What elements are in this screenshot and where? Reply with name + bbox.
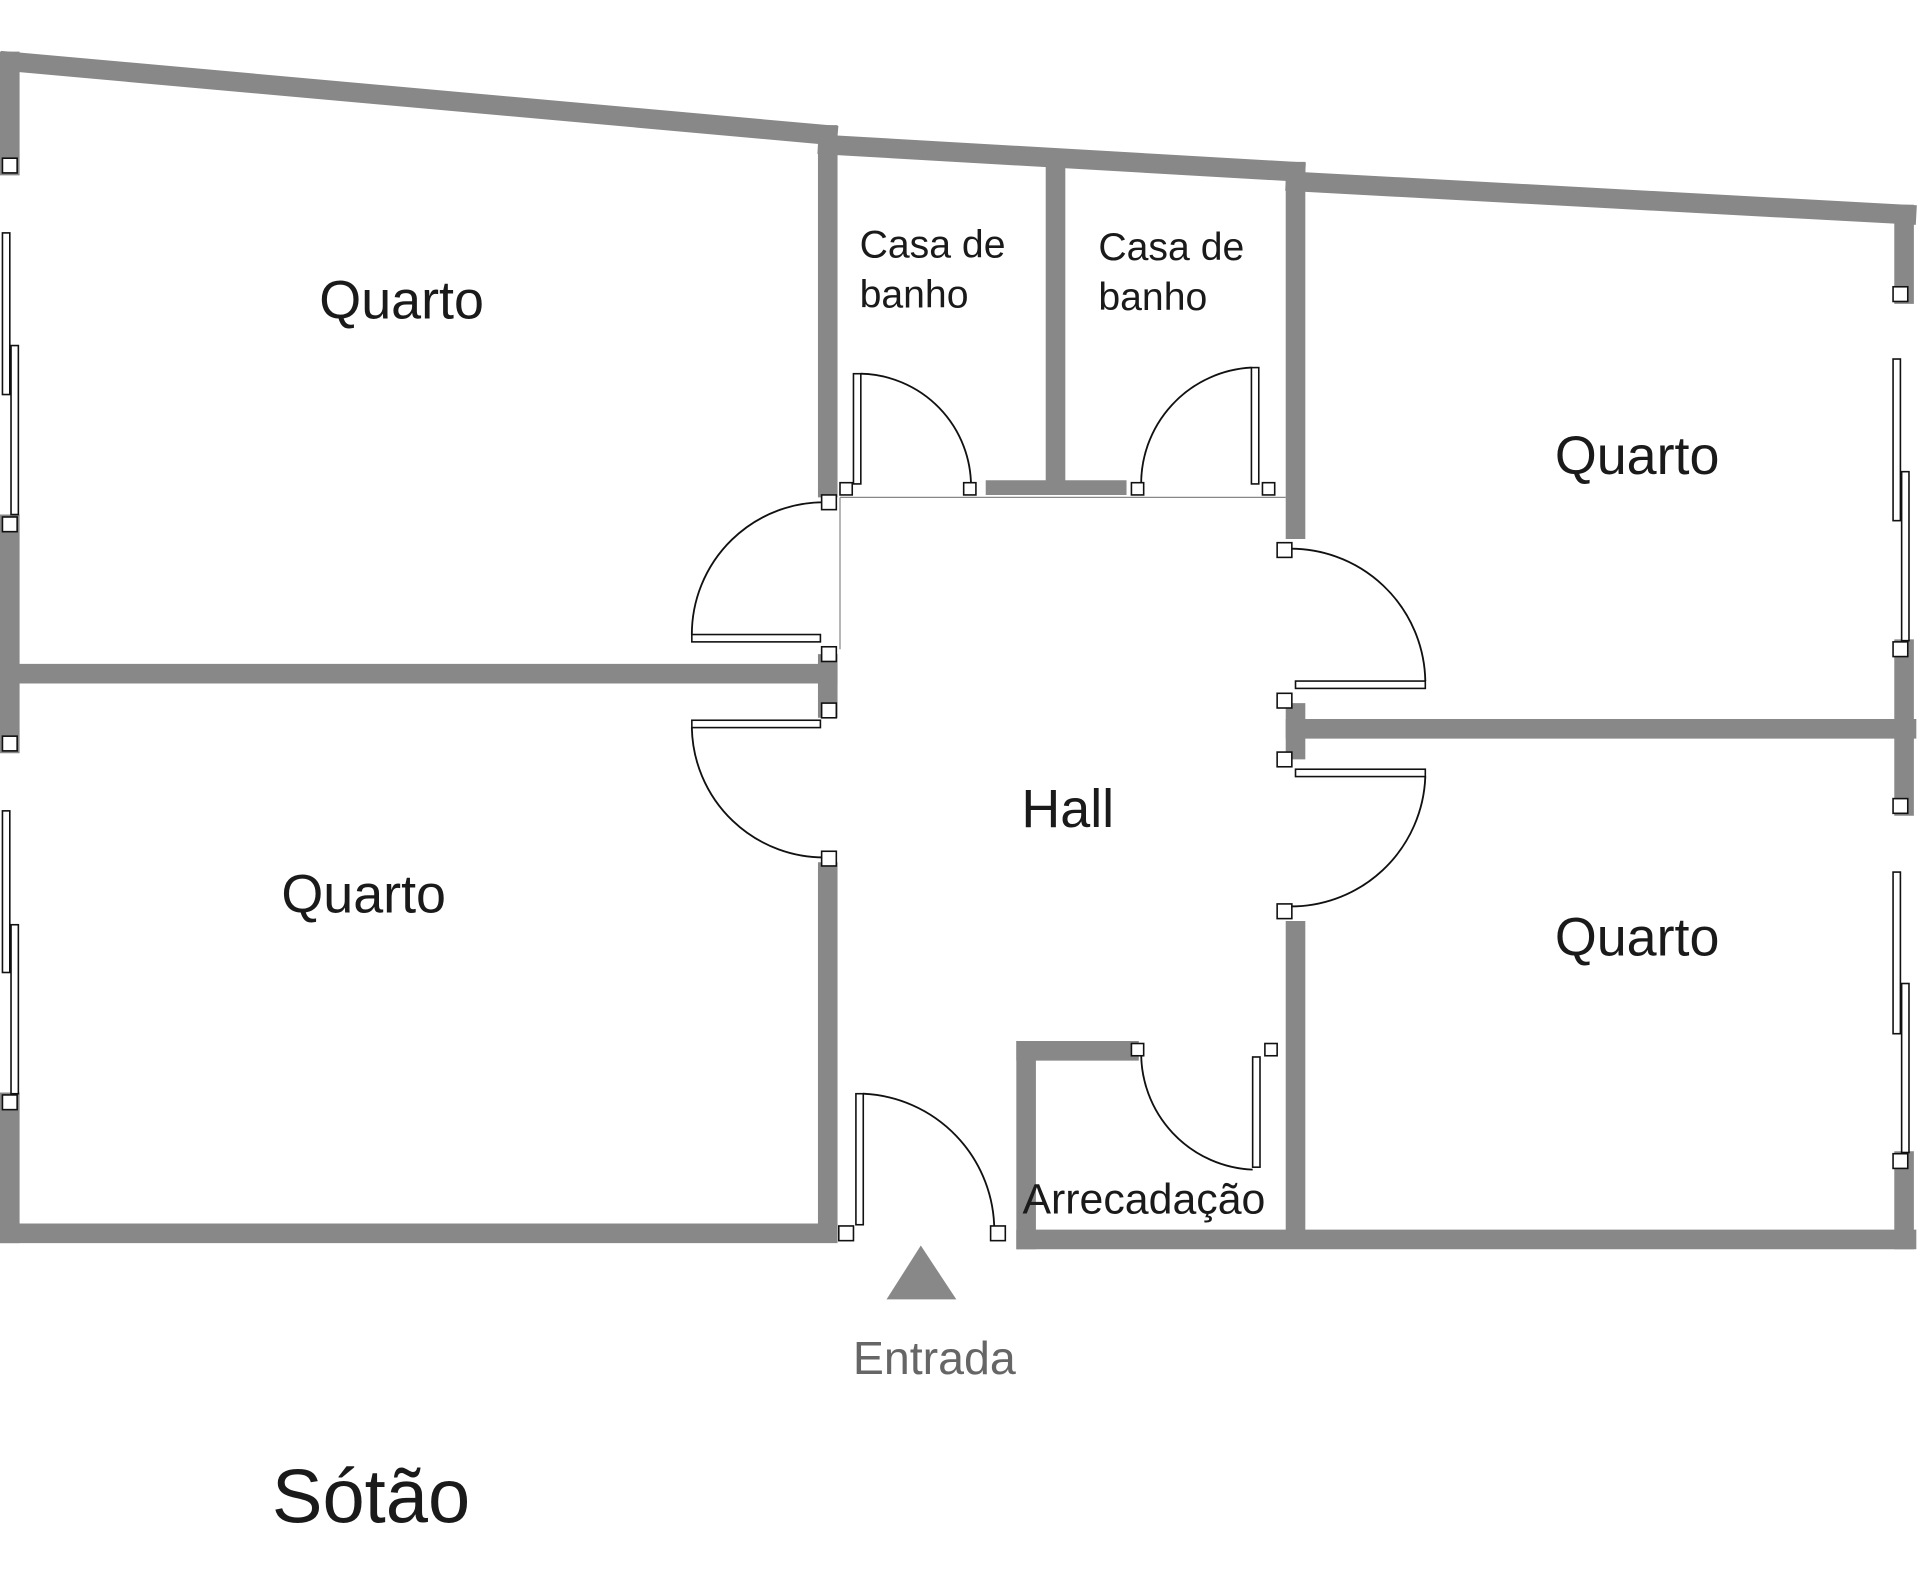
door-quarto-bottom-left [690, 702, 838, 867]
door-bathroom-2 [1130, 366, 1276, 496]
room-label-quarto-top-left: Quarto [319, 271, 484, 331]
floor-title: Sótão [272, 1454, 470, 1539]
door-quarto-bottom-right [1276, 751, 1427, 920]
room-label-bathroom-1-line1: Casa de [860, 223, 1006, 266]
room-label-storage: Arrecadação [1022, 1176, 1265, 1224]
doors [690, 366, 1427, 1242]
door-quarto-top-left [690, 494, 838, 663]
door-storage [1130, 1042, 1278, 1171]
room-label-bathroom-2-line1: Casa de [1098, 226, 1244, 269]
room-label-hall: Hall [1021, 779, 1114, 839]
room-label-quarto-bottom-right: Quarto [1555, 907, 1720, 967]
walls [0, 50, 1917, 1250]
door-bathroom-1 [839, 372, 977, 496]
room-label-quarto-top-right: Quarto [1555, 426, 1720, 486]
room-label-quarto-bottom-left: Quarto [281, 864, 446, 924]
room-label-bathroom-1-line2: banho [860, 274, 969, 317]
windows [1, 157, 1910, 1170]
entrance-label: Entrada [853, 1332, 1016, 1384]
entrance-arrow-icon [886, 1245, 957, 1300]
door-entrance [837, 1092, 1007, 1242]
room-label-bathroom-2-line2: banho [1098, 276, 1207, 319]
door-quarto-top-right [1276, 541, 1427, 709]
